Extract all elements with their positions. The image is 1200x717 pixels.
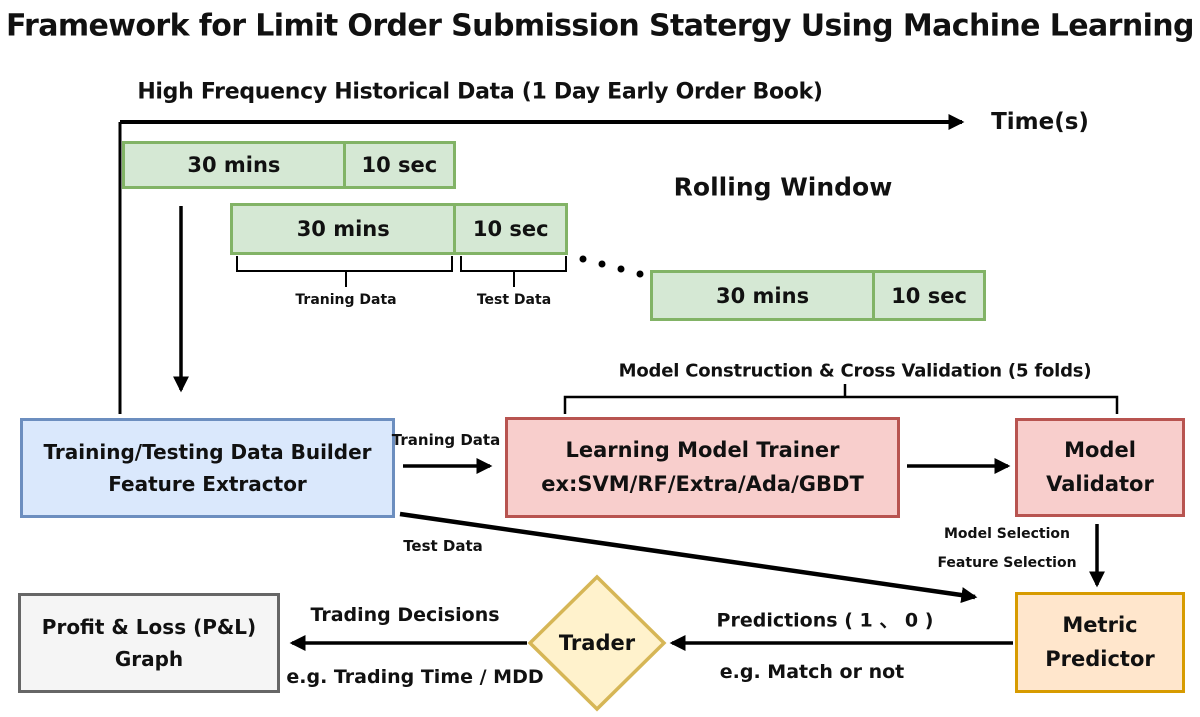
test-brace-label: Test Data: [476, 292, 552, 308]
predictions-label: Predictions ( 1 、 0 ): [716, 609, 934, 632]
window-2-test-cell: 10 sec: [453, 203, 568, 255]
edge-training-data-label: Traning Data: [391, 431, 501, 449]
model-selection-label: Model Selection: [944, 526, 1070, 542]
trading-note-label: e.g. Trading Time / MDD: [286, 666, 544, 688]
pnl-line2: Graph: [114, 647, 184, 671]
data-builder-node: Training/Testing Data Builder Feature Ex…: [20, 418, 395, 518]
diagram-title: Framework for Limit Order Submission Sta…: [6, 8, 1194, 44]
historical-data-label: High Frequency Historical Data (1 Day Ea…: [137, 79, 823, 105]
metric-predictor-line1: Metric: [1062, 612, 1138, 637]
pnl-graph-node: Profit & Loss (P&L) Graph: [18, 593, 280, 693]
model-trainer-line1: Learning Model Trainer: [565, 437, 840, 462]
training-brace: [236, 256, 453, 272]
edge-test-data-label: Test Data: [403, 537, 483, 555]
trader-diamond-label: Trader: [558, 631, 636, 655]
trading-decisions-label: Trading Decisions: [310, 604, 500, 626]
window-1-train-cell: 30 mins: [122, 141, 346, 189]
model-trainer-node: Learning Model Trainer ex:SVM/RF/Extra/A…: [505, 417, 900, 518]
data-builder-line1: Training/Testing Data Builder: [43, 440, 372, 464]
model-validator-line2: Validator: [1046, 471, 1154, 496]
edge-test-data-arrow: [399, 511, 978, 603]
metric-predictor-line2: Predictor: [1045, 646, 1155, 671]
training-brace-label: Traning Data: [295, 292, 397, 308]
window-2: 30 mins 10 sec: [230, 203, 568, 255]
feature-selection-label: Feature Selection: [937, 555, 1077, 571]
test-brace: [460, 256, 567, 272]
trader-diamond: [527, 574, 667, 712]
window-3-test-cell: 10 sec: [872, 270, 986, 321]
window-1: 30 mins 10 sec: [122, 141, 456, 189]
ellipsis-dots: [579, 255, 644, 278]
data-builder-line2: Feature Extractor: [108, 472, 307, 496]
pnl-line1: Profit & Loss (P&L): [41, 615, 257, 639]
metric-predictor-node: Metric Predictor: [1015, 592, 1185, 693]
window-1-test-cell: 10 sec: [342, 141, 456, 189]
rolling-window-label: Rolling Window: [673, 172, 893, 202]
cross-validation-label: Model Construction & Cross Validation (5…: [618, 360, 1092, 382]
predictions-note-label: e.g. Match or not: [719, 661, 905, 683]
window-2-train-cell: 30 mins: [230, 203, 457, 255]
model-validator-node: Model Validator: [1015, 418, 1185, 517]
model-validator-line1: Model: [1064, 437, 1136, 462]
cross-validation-bracket: [563, 395, 1119, 414]
window-3-train-cell: 30 mins: [650, 270, 876, 321]
model-trainer-line2: ex:SVM/RF/Extra/Ada/GBDT: [541, 471, 864, 496]
time-axis-label: Time(s): [991, 109, 1089, 135]
window-3: 30 mins 10 sec: [650, 270, 986, 321]
